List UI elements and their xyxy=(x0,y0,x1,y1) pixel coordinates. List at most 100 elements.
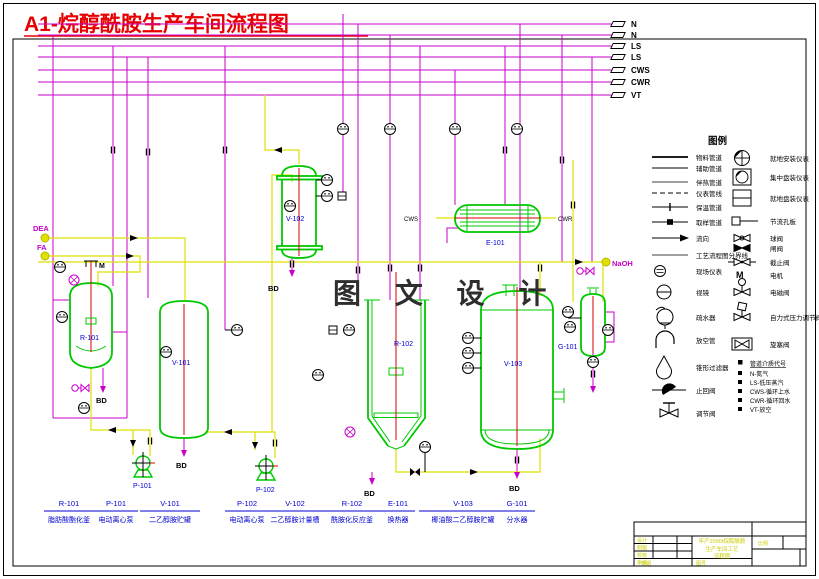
naoh-label: NaOH xyxy=(612,259,633,268)
flow-arrow-icon xyxy=(130,235,138,241)
tag-col-r101: R-101 脂肪酸酯化釜 xyxy=(44,499,95,524)
instrument-icon xyxy=(587,356,599,368)
pipe-header-label: N xyxy=(631,31,637,40)
pipe-header-n1: N xyxy=(38,20,637,29)
abbr-item: CWR-循环回水 xyxy=(750,397,790,405)
pipe-headers: N N LS LS CWS CWR VT xyxy=(38,20,650,100)
bd-label: BD xyxy=(176,461,187,470)
tag: E-101 xyxy=(388,499,408,508)
tag: V-101 xyxy=(160,499,180,508)
tank-v103: V-103 xyxy=(480,284,565,450)
equipment-tag-v101: V-101 xyxy=(172,360,190,367)
legend-row: 辅助管道 xyxy=(652,164,723,173)
stream-inlet-dea xyxy=(40,233,50,243)
legend-label: 旋塞阀 xyxy=(770,340,790,349)
legend-label: 放空管 xyxy=(696,336,716,345)
instrument-icon xyxy=(511,123,523,135)
drain-arrow-icon xyxy=(369,478,375,485)
valve-icon xyxy=(410,468,420,476)
pipe-header-label: N xyxy=(631,20,637,29)
legend-row: 电磁阀 xyxy=(733,278,790,297)
vessel-v102: V-102 xyxy=(276,165,323,259)
bd-label: BD xyxy=(509,484,520,493)
legend-label: 截止阀 xyxy=(770,258,790,267)
tag: R-102 xyxy=(342,499,362,508)
equipment-tag-v102: V-102 xyxy=(286,216,304,223)
legend-label: 现场仪表 xyxy=(696,267,723,276)
process-pipes xyxy=(38,95,611,473)
pipe-header-label: VT xyxy=(631,91,641,100)
titleblock-drawing-name: 生产车间工艺 xyxy=(705,545,739,553)
equipment-tag-r102: R-102 xyxy=(394,341,413,348)
legend-label: 电磁阀 xyxy=(770,288,790,297)
legend-label: 锥形过滤器 xyxy=(696,363,729,372)
reactor-r102: R-102 xyxy=(364,272,429,450)
legend-label: 闸阀 xyxy=(770,244,783,253)
bd-label: BD xyxy=(268,284,279,293)
instrument-icon xyxy=(384,123,396,135)
tag: V-103 xyxy=(453,499,473,508)
legend-row: 自力式压力调节阀 xyxy=(733,301,819,322)
flow-arrow-icon xyxy=(108,427,116,433)
tag-name: 分水器 xyxy=(507,515,528,524)
equipment-tag-p101: P-101 xyxy=(133,483,152,490)
drain-arrow-icon xyxy=(514,472,520,479)
equipment-tag-table: R-101 脂肪酸酯化釜 P-101 电动离心泵 V-101 二乙醇胺贮罐 P-… xyxy=(44,499,535,524)
legend-row: M 电机 xyxy=(736,270,784,280)
legend-row: 就地盘装仪表 xyxy=(732,189,810,207)
abbr-item: CWS-循环上水 xyxy=(750,388,790,396)
legend-label: 辅助管道 xyxy=(696,164,723,173)
pipe-header-cws: CWS xyxy=(38,66,650,75)
instrument-icon xyxy=(337,191,347,201)
equipment-tag-e101: E-101 xyxy=(486,240,505,247)
instrument-icon xyxy=(337,123,349,135)
instrument-icon xyxy=(56,311,68,323)
legend-row: 止回阀 xyxy=(652,383,716,395)
drain-arrow-icon xyxy=(181,450,187,457)
stream-labels: DEA FA NaOH BD BD BD BD BD xyxy=(33,224,633,498)
heat-exchanger-e101: E-101 CWS CWR xyxy=(404,204,573,247)
legend-title: 图例 xyxy=(708,135,727,147)
flow-arrow-icon xyxy=(470,469,478,475)
titleblock-cell: 校核 xyxy=(637,552,647,559)
tag-col-g101: G-101 分水器 xyxy=(499,499,535,524)
instrument-icon xyxy=(462,362,474,374)
instrument-icon xyxy=(564,321,576,333)
stream-inlet-naoh xyxy=(601,257,611,267)
instrument-icon xyxy=(231,324,243,336)
line-break-icon xyxy=(610,32,626,38)
stream-inlet-fa xyxy=(40,251,50,261)
legend-row: 就地安装仪表 xyxy=(734,150,810,166)
line-break-icon xyxy=(610,92,626,98)
tag-name: 脂肪酸酯化釜 xyxy=(48,515,90,524)
tag-col-e101: E-101 换热器 xyxy=(381,499,415,524)
legend-col2: 就地安装仪表 集中盘装仪表 就地盘装仪表 节流孔板 球阀 xyxy=(728,150,819,414)
instrument-icon xyxy=(284,200,296,212)
pipe-header-label: CWS xyxy=(631,66,650,75)
legend-label: 就地安装仪表 xyxy=(770,154,810,163)
legend-row: 截止阀 xyxy=(728,257,790,267)
cwr-stub-label: CWR xyxy=(558,217,573,223)
line-break-icon xyxy=(610,43,626,49)
titleblock-cell: 制图 xyxy=(637,545,647,552)
legend-row: 视镜 xyxy=(656,284,710,300)
legend-label: 仪表管线 xyxy=(696,189,723,198)
instrument-bubbles xyxy=(54,123,614,472)
legend-row: 旋塞阀 xyxy=(731,337,790,351)
legend-abbr: 管道介质代号 N-氮气 LS-低压蒸汽 CWS-循环上水 CWR-循环回水 VT… xyxy=(738,360,790,414)
legend-label: 物料管道 xyxy=(696,153,723,162)
abbr-item: N-氮气 xyxy=(750,370,768,378)
dea-label: DEA xyxy=(33,224,49,233)
flow-arrow-icon xyxy=(224,429,232,435)
line-break-icon xyxy=(610,54,626,60)
separator-g101: G-101 xyxy=(558,287,606,357)
title-block: 设计 制图 校核 审核 年产2000t烷醇酰胺 生产车间工艺 流程图 比例 日期… xyxy=(633,521,807,567)
pipe-header-ls1: LS xyxy=(38,42,642,51)
legend-row: 锥形过滤器 xyxy=(656,354,729,380)
tag: P-102 xyxy=(237,499,257,508)
legend-row: 闸阀 xyxy=(733,243,783,253)
flow-arrow-icon xyxy=(252,442,258,449)
legend-label: 电机 xyxy=(770,271,784,280)
titleblock-cell: 图号 xyxy=(696,561,706,567)
